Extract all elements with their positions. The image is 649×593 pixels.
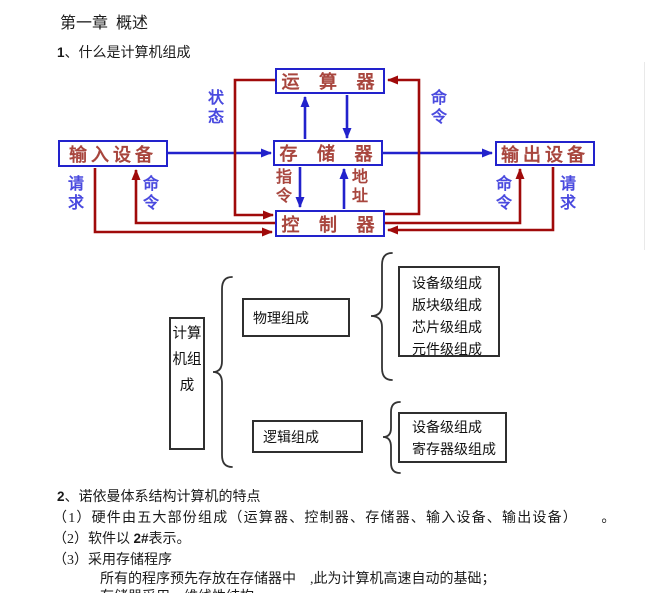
status-feedback-line (233, 78, 275, 220)
section-1-heading: 1、什么是计算机组成 (57, 42, 191, 62)
input-device-box: 输入设备 (58, 140, 168, 167)
stored-program-note-2: 存储器采用一维线性结构 (100, 586, 254, 593)
alu-box: 运 算 器 (275, 68, 385, 94)
logical-composition-box: 逻辑组成 (252, 420, 363, 453)
command-input-label: 命令 (142, 176, 159, 212)
section-2-number: 2 (57, 489, 65, 504)
command-output-label: 命令 (495, 176, 512, 212)
status-label: 状态 (207, 90, 224, 126)
request-from-input-line (93, 168, 273, 237)
output-device-box: 输出设备 (495, 141, 595, 166)
section-2-heading-text: 、诺依曼体系结构计算机的特点 (64, 490, 261, 505)
feature-item-2-bold: 2# (133, 531, 149, 546)
section-1-text: 、什么是计算机组成 (64, 46, 191, 61)
physical-level-item: 设备级组成 (412, 277, 482, 292)
root-brace (212, 276, 233, 468)
physical-level-item: 版块级组成 (412, 299, 482, 314)
logical-level-item: 寄存器级组成 (412, 443, 496, 458)
section-2-heading: 2、诺依曼体系结构计算机的特点 (57, 486, 261, 506)
tree-root-box: 计算机组成 (169, 317, 205, 450)
physical-levels-box: 设备级组成 版块级组成 芯片级组成 元件级组成 (398, 266, 500, 358)
physical-level-item: 芯片级组成 (412, 321, 482, 336)
instruction-label: 指令 (275, 169, 292, 205)
memory-box: 存 储 器 (273, 140, 383, 166)
request-output-label: 请求 (559, 176, 576, 212)
feature-item-2: （2）软件以 2#表示。 (53, 528, 191, 548)
section-1-number: 1 (57, 45, 65, 60)
feature-item-2-pre: （2）软件以 (53, 532, 134, 547)
feature-item-2-post: 表示。 (148, 532, 191, 547)
physical-brace (370, 252, 393, 381)
request-from-output-line (387, 167, 555, 235)
address-label: 地址 (351, 169, 368, 205)
command-to-alu-label: 命令 (430, 90, 447, 126)
chapter-title: 第一章 概述 (60, 15, 149, 32)
logical-level-item: 设备级组成 (412, 421, 482, 436)
request-input-label: 请求 (67, 176, 84, 212)
feature-item-3: （3）采用存储程序 (53, 553, 172, 568)
physical-level-item: 元件级组成 (412, 343, 482, 358)
feature-item-1: （1）硬件由五大部份组成（运算器、控制器、存储器、输入设备、输出设备） 。 (53, 511, 617, 526)
command-to-alu-line (385, 75, 421, 216)
stored-program-note-1: 所有的程序预先存放在存储器中 ,此为计算机高速自动的基础； (100, 572, 496, 587)
controller-box: 控 制 器 (275, 210, 385, 237)
physical-composition-box: 物理组成 (242, 298, 350, 337)
logical-levels-box: 设备级组成 寄存器级组成 (398, 412, 507, 463)
